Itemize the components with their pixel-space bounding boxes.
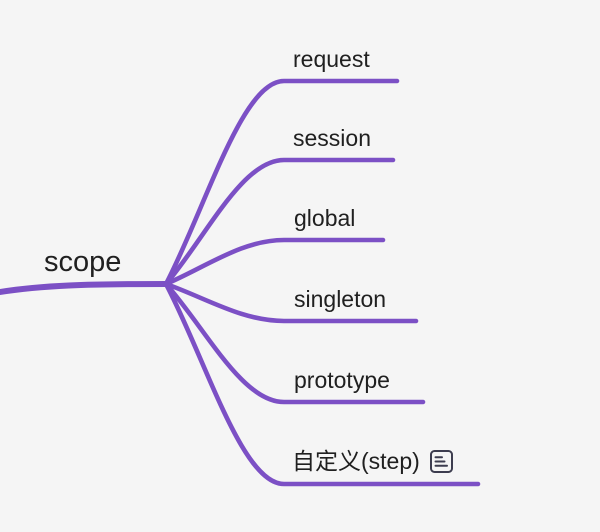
root-branch-line xyxy=(0,281,169,296)
notes-icon[interactable] xyxy=(429,449,454,474)
branch-curve-request xyxy=(163,78,400,287)
node-session[interactable]: session xyxy=(293,125,371,151)
node-singleton[interactable]: singleton xyxy=(294,286,387,312)
node-custom-step[interactable]: 自定义(step) xyxy=(292,447,454,475)
branch-curve-custom xyxy=(163,281,481,487)
node-prototype[interactable]: prototype xyxy=(294,367,390,393)
node-request[interactable]: request xyxy=(293,46,370,72)
branch-curve-singleton xyxy=(163,281,419,324)
node-scope[interactable]: scope xyxy=(44,246,122,278)
node-custom-step-label: 自定义(step) xyxy=(292,448,420,474)
branch-curve-global xyxy=(163,237,386,287)
branch-curve-prototype xyxy=(163,281,426,405)
node-global[interactable]: global xyxy=(294,205,356,231)
branch-curve-session xyxy=(163,157,396,287)
